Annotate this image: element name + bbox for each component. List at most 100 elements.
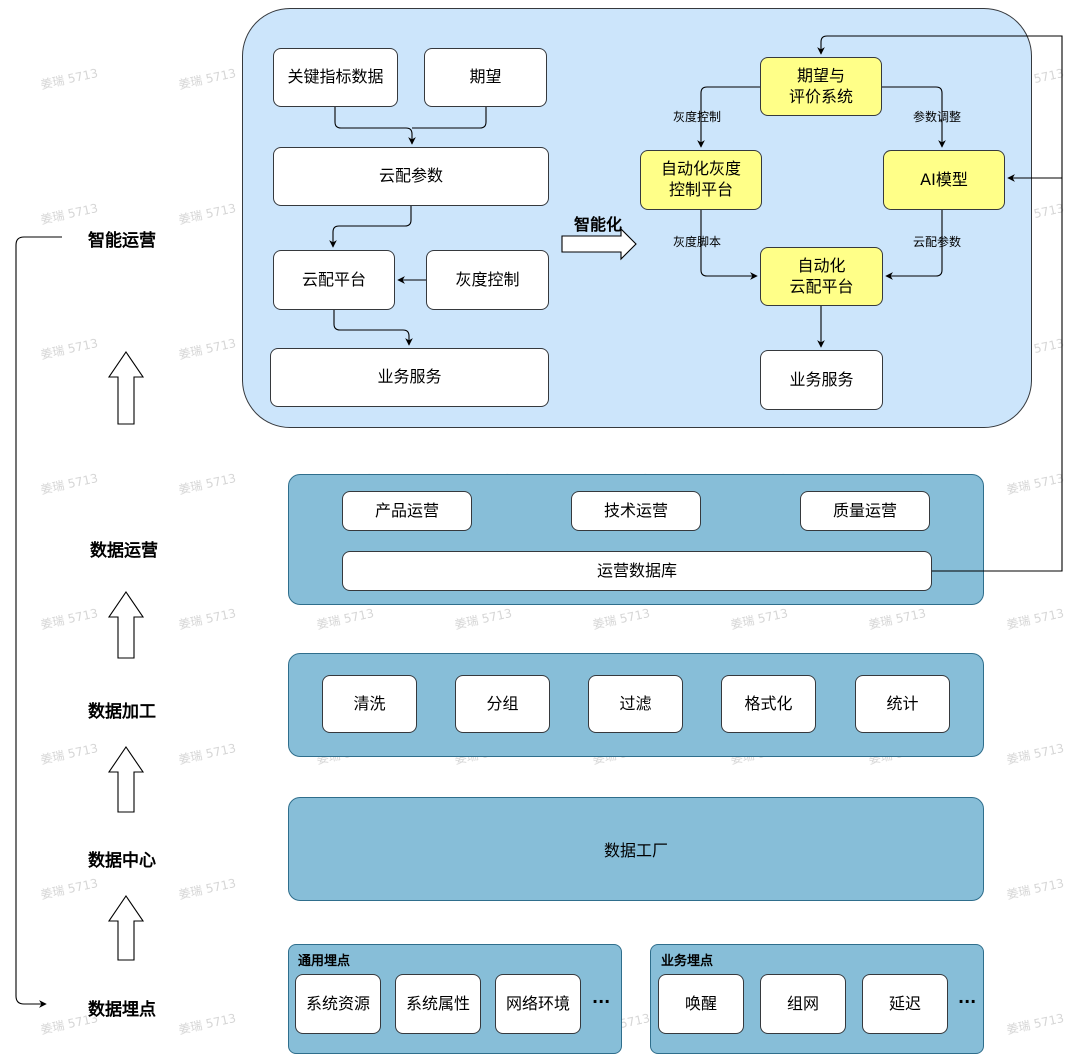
processing-item-group: 分组 (455, 675, 550, 733)
watermark-text: 姜瑞 5713 (729, 606, 790, 632)
ai-model-label: AI模型 (920, 169, 968, 189)
auto-cloud-line2: 云配平台 (789, 276, 854, 296)
tech-ops-box: 技术运营 (571, 491, 701, 531)
ops-database-box: 运营数据库 (342, 551, 932, 591)
processing-item-filter: 过滤 (588, 675, 683, 733)
watermark-text: 姜瑞 5713 (39, 606, 100, 632)
watermark-text: 姜瑞 5713 (39, 741, 100, 767)
gray-control-box: 灰度控制 (426, 250, 549, 310)
watermark-text: 姜瑞 5713 (39, 201, 100, 227)
business-service-left-label: 业务服务 (377, 367, 442, 387)
processing-item-label: 分组 (486, 693, 519, 713)
tech-ops-label: 技术运营 (603, 500, 668, 520)
processing-item-label: 清洗 (353, 693, 386, 713)
watermark-text: 姜瑞 5713 (1005, 741, 1066, 767)
key-metrics-box: 关键指标数据 (273, 48, 398, 107)
processing-item-stats: 统计 (855, 675, 950, 733)
ops-database-label: 运营数据库 (596, 560, 677, 580)
watermark-text: 姜瑞 5713 (177, 606, 238, 632)
watermark-text: 姜瑞 5713 (39, 471, 100, 497)
watermark-text: 姜瑞 5713 (39, 336, 100, 362)
watermark-text: 姜瑞 5713 (177, 336, 238, 362)
layer-label-data-ops: 数据运营 (90, 541, 158, 561)
watermark-text: 姜瑞 5713 (1005, 876, 1066, 902)
layer-label-data-center: 数据中心 (88, 851, 156, 871)
business-tracking-title: 业务埋点 (661, 954, 714, 969)
key-metrics-label: 关键指标数据 (287, 67, 384, 87)
auto-gray-line2: 控制平台 (668, 180, 733, 199)
tracking-item-network-env: 网络环境 (495, 974, 581, 1034)
layer-label-data-tracking: 数据埋点 (88, 1000, 156, 1020)
watermark-text: 姜瑞 5713 (39, 876, 100, 902)
tracking-item-label: 延迟 (888, 993, 921, 1013)
auto-cloud-line1: 自动化 (797, 255, 846, 275)
product-ops-box: 产品运营 (342, 491, 472, 531)
watermark-text: 姜瑞 5713 (315, 606, 376, 632)
auto-gray-control-platform-box: 自动化灰度控制平台 (640, 150, 762, 210)
tracking-item-label: 系统资源 (305, 993, 370, 1013)
watermark-text: 姜瑞 5713 (591, 606, 652, 632)
processing-item-label: 统计 (886, 693, 919, 713)
cloud-platform-label: 云配平台 (301, 269, 366, 289)
tracking-item-label: 组网 (786, 993, 819, 1013)
tracking-item-label: 系统属性 (405, 993, 470, 1013)
quality-ops-box: 质量运营 (800, 491, 930, 531)
data-factory-label: 数据工厂 (603, 841, 668, 860)
watermark-text: 姜瑞 5713 (177, 876, 238, 902)
watermark-text: 姜瑞 5713 (1005, 471, 1066, 497)
gray-control-label: 灰度控制 (455, 269, 520, 289)
cloud-params-box: 云配参数 (273, 147, 549, 206)
expect-eval-line2: 评价系统 (788, 86, 853, 106)
cloud-params-label: 云配参数 (378, 166, 443, 186)
layer-label-smart-ops: 智能运营 (88, 231, 156, 251)
business-service-right-label: 业务服务 (789, 369, 854, 389)
tracking-item-wakeup: 唤醒 (658, 974, 744, 1034)
product-ops-label: 产品运营 (374, 500, 439, 520)
watermark-text: 姜瑞 5713 (177, 1011, 238, 1037)
watermark-text: 姜瑞 5713 (1005, 1011, 1066, 1037)
layer-up-arrow (107, 895, 145, 961)
general-tracking-more: ··· (592, 992, 611, 1011)
tracking-item-networking: 组网 (760, 974, 846, 1034)
layer-up-arrow (107, 746, 145, 813)
general-tracking-title: 通用埋点 (298, 954, 351, 969)
business-service-right-box: 业务服务 (760, 350, 883, 410)
edge-label-param-tuning: 参数调整 (913, 110, 962, 124)
quality-ops-label: 质量运营 (832, 500, 897, 520)
data-factory-panel: 数据工厂 (288, 797, 984, 901)
edge-label-gray-control: 灰度控制 (673, 110, 722, 124)
watermark-text: 姜瑞 5713 (177, 741, 238, 767)
auto-gray-line1: 自动化灰度 (660, 159, 741, 179)
tracking-item-system-property: 系统属性 (395, 974, 481, 1034)
watermark-text: 姜瑞 5713 (177, 471, 238, 497)
watermark-text: 姜瑞 5713 (177, 201, 238, 227)
tracking-item-system-resource: 系统资源 (295, 974, 381, 1034)
intelligent-transition-label: 智能化 (574, 215, 623, 234)
watermark-text: 姜瑞 5713 (1005, 606, 1066, 632)
expectation-label: 期望 (469, 67, 502, 87)
tracking-item-label: 唤醒 (684, 993, 717, 1013)
processing-item-format: 格式化 (721, 675, 816, 733)
expect-eval-line1: 期望与 (796, 65, 845, 85)
layer-up-arrow (107, 351, 145, 425)
processing-item-clean: 清洗 (322, 675, 417, 733)
processing-item-label: 过滤 (619, 693, 652, 713)
watermark-text: 姜瑞 5713 (867, 606, 928, 632)
edge-label-cloud-params: 云配参数 (913, 235, 962, 249)
expectation-box: 期望 (424, 48, 547, 107)
tracking-item-latency: 延迟 (862, 974, 948, 1034)
layer-label-data-processing: 数据加工 (88, 702, 156, 722)
auto-cloud-platform-box: 自动化云配平台 (760, 247, 883, 306)
business-tracking-more: ··· (958, 992, 977, 1011)
watermark-text: 姜瑞 5713 (177, 66, 238, 92)
cloud-platform-box: 云配平台 (273, 250, 395, 310)
processing-item-label: 格式化 (744, 693, 793, 713)
watermark-text: 姜瑞 5713 (39, 66, 100, 92)
layer-up-arrow (107, 591, 145, 659)
expect-eval-system-box: 期望与评价系统 (760, 57, 882, 116)
business-service-left-box: 业务服务 (270, 348, 549, 407)
watermark-text: 姜瑞 5713 (453, 606, 514, 632)
edge-label-gray-script: 灰度脚本 (673, 235, 722, 249)
tracking-item-label: 网络环境 (505, 993, 570, 1013)
ai-model-box: AI模型 (883, 150, 1005, 210)
